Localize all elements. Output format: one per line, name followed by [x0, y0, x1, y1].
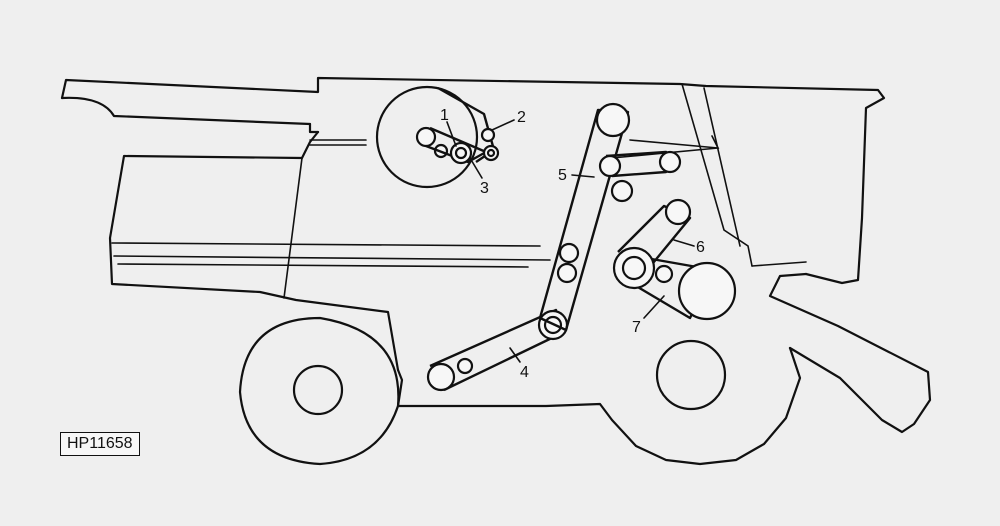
pulley-6: [664, 198, 692, 226]
figure-id-label: HP11658: [60, 432, 140, 456]
rear-body-lower: [768, 272, 932, 434]
pulley-7-large: [677, 261, 737, 321]
callout-4: 4: [520, 364, 529, 381]
pulley-2: [480, 127, 496, 143]
combine-body-outline: [60, 76, 932, 466]
header-line-c: [117, 263, 529, 268]
pulley-5f: [556, 262, 578, 284]
auger-lower-edge: [308, 122, 320, 134]
upper-drive-group: [375, 85, 500, 189]
cab-pillar: [283, 157, 303, 299]
large-drive-wheel: [375, 85, 479, 189]
grain-tank-edge: [703, 87, 741, 247]
unloading-auger: [60, 96, 312, 126]
callout-2: 2: [517, 109, 526, 126]
pulley-5b: [598, 154, 622, 178]
header-outline: [108, 130, 400, 372]
front-wheel: [238, 316, 400, 466]
drive-5-group: [538, 102, 682, 332]
front-wheel-hub: [292, 364, 344, 416]
leader-1: [446, 121, 457, 147]
belt-1: [425, 126, 488, 164]
callout-7: 7: [632, 319, 641, 336]
pulley-2b-hub: [486, 148, 496, 158]
leader-5: [571, 174, 595, 178]
header-line-b: [113, 255, 551, 261]
rear-wheel: [655, 339, 727, 411]
belt-5: [538, 108, 630, 332]
body-top-outline: [60, 76, 886, 285]
leader-4: [509, 347, 521, 363]
callout-5: 5: [558, 167, 567, 184]
body-ledge: [751, 261, 807, 267]
callouts: 1 2 3 4 5 6 7: [440, 107, 705, 381]
drive-67-group: [612, 198, 737, 321]
pulley-4b: [456, 357, 474, 375]
front-fender: [396, 346, 802, 466]
leader-3: [469, 157, 483, 179]
pulley-5e: [558, 242, 580, 264]
pulley-4a: [426, 362, 456, 392]
leader-2: [491, 119, 515, 131]
callout-1: 1: [440, 107, 449, 124]
front-wheel-tire: [238, 316, 400, 466]
pulley-1: [415, 126, 437, 148]
leader-6: [673, 239, 695, 247]
header-line-a: [111, 242, 541, 247]
grain-tank-divider: [681, 83, 753, 267]
pulley-7-idler: [654, 264, 674, 284]
grain-tank-rim: [629, 135, 720, 149]
leader-7: [643, 295, 665, 319]
pulley-3-hub: [454, 146, 468, 160]
pulley-67-hub: [621, 255, 647, 281]
pulley-5c: [658, 150, 682, 174]
callout-6: 6: [696, 239, 705, 256]
rear-wheel-hub: [655, 339, 727, 411]
pulley-5d: [610, 179, 634, 203]
pulley-5a: [595, 102, 631, 138]
callout-3: 3: [480, 180, 489, 197]
